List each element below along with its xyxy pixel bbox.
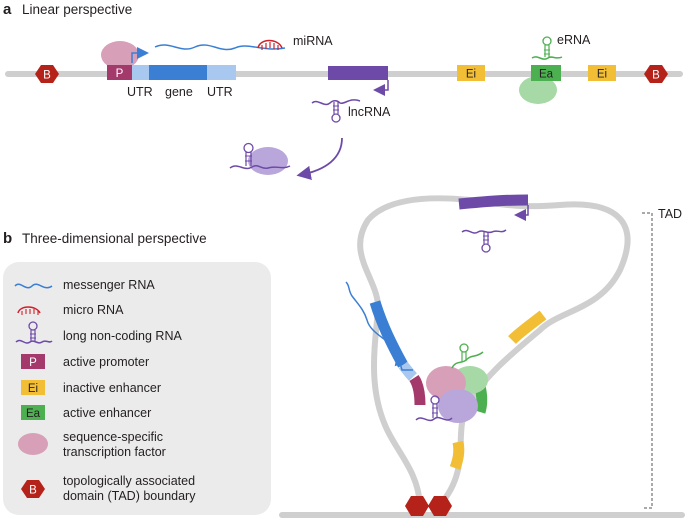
legend-boundary-icon <box>21 480 45 498</box>
boundary-hexagon-icon <box>35 65 59 83</box>
panel-b-title: Three-dimensional perspective <box>22 231 207 246</box>
tad-boundary-left: B <box>35 65 59 83</box>
legend-label-boundary-line2: domain (TAD) boundary <box>63 489 196 503</box>
tad-boundary-right: B <box>644 65 668 83</box>
loop-utr <box>398 361 417 381</box>
enhancer-inactive-1 <box>457 65 485 81</box>
lncrna-label: lncRNA <box>348 105 391 119</box>
lncrna-action-arrow <box>296 137 343 181</box>
utr-left-label: UTR <box>127 85 153 99</box>
legend-label-lncrna: long non-coding RNA <box>63 329 182 343</box>
hub-lncrna-protein <box>438 389 478 423</box>
loop-promoter <box>409 374 426 406</box>
legend-label-enhancer-active: active enhancer <box>63 406 151 420</box>
loop-enhancer-inactive-top <box>508 310 547 344</box>
legend-enhancer-active-box-text: Ea <box>26 408 41 420</box>
complex-protein-blob <box>248 147 288 175</box>
legend-mrna-icon <box>14 283 53 289</box>
legend-label-mrna: messenger RNA <box>63 278 155 292</box>
tad-boundary-hexagon-left-icon <box>405 496 429 516</box>
legend-label-mirna: micro RNA <box>63 303 124 317</box>
legend-label-tf-line1: sequence-specific <box>63 430 163 444</box>
boundary-left-label: B <box>43 70 51 82</box>
boundary-right-label: B <box>652 70 660 82</box>
tss-arrow-icon <box>131 47 149 63</box>
promoter-label: P <box>116 68 124 80</box>
legend-promoter-box <box>21 354 45 369</box>
enhancer-inactive-2 <box>588 65 616 81</box>
enhancer-tf-blob <box>519 76 557 104</box>
gene-box <box>149 65 207 80</box>
utr-right-box <box>207 65 236 80</box>
lncrna-complex <box>229 142 291 175</box>
hub-erna-icon <box>451 343 484 369</box>
tad-boundary-hexagon-right-icon <box>428 496 452 516</box>
legend-box <box>3 262 271 515</box>
gene-label: gene <box>165 85 193 99</box>
legend-tf-icon <box>18 433 48 455</box>
utr-right-label: UTR <box>207 85 233 99</box>
loop-enhancer-inactive-bottom <box>449 440 465 470</box>
legend-mirna-icon <box>17 306 41 315</box>
loop-lncrna-transcript-icon <box>461 229 507 253</box>
enhancer-inactive-1-label: Ei <box>466 69 476 81</box>
mrna-wave-icon <box>154 44 286 51</box>
utr-left-box <box>132 65 149 80</box>
lncrna-gene-box <box>328 66 388 80</box>
legend-label-tf-line2: transcription factor <box>63 445 166 459</box>
promoter-box <box>107 65 132 80</box>
panel-a-letter: a <box>3 1 12 18</box>
legend-label-promoter: active promoter <box>63 355 149 369</box>
tad-base-chromatin <box>279 512 685 518</box>
loop-lncrna-gene <box>458 194 529 210</box>
legend-label-boundary-line1: topologically associated <box>63 474 195 488</box>
loop-tss-arrow-icon <box>394 353 413 371</box>
tad-label: TAD <box>658 207 682 221</box>
enhancer-active <box>531 65 561 81</box>
mirna-icon <box>257 39 283 50</box>
lncrna-tss-arrow-icon <box>373 80 389 96</box>
boundary-hexagon-icon <box>644 65 668 83</box>
loop-mrna-icon <box>345 281 393 347</box>
loop-lncrna-tss-icon <box>514 205 529 221</box>
tad-bracket <box>642 212 653 509</box>
hub-lncrna-icon <box>415 395 453 422</box>
legend-boundary-box-text: B <box>29 485 37 497</box>
lncrna-transcript-icon <box>311 99 361 123</box>
enhancer-active-label: Ea <box>539 69 554 81</box>
erna-icon <box>531 36 563 60</box>
legend-lncrna-icon <box>15 321 53 344</box>
loop-gene <box>369 300 408 368</box>
transcription-factor-blob <box>101 41 139 69</box>
legend-label-enhancer-inactive: inactive enhancer <box>63 381 161 395</box>
legend-enhancer-active-box <box>21 405 45 420</box>
legend-enhancer-inactive-box-text: Ei <box>28 383 38 395</box>
enhancer-inactive-2-label: Ei <box>597 69 607 81</box>
erna-label: eRNA <box>557 33 591 47</box>
legend-promoter-box-text: P <box>29 357 37 369</box>
panel-a-title: Linear perspective <box>22 2 132 17</box>
panel-b-letter: b <box>3 230 12 247</box>
legend-enhancer-inactive-box <box>21 380 45 395</box>
mirna-label: miRNA <box>293 34 333 48</box>
chromatin-loop <box>357 195 631 508</box>
